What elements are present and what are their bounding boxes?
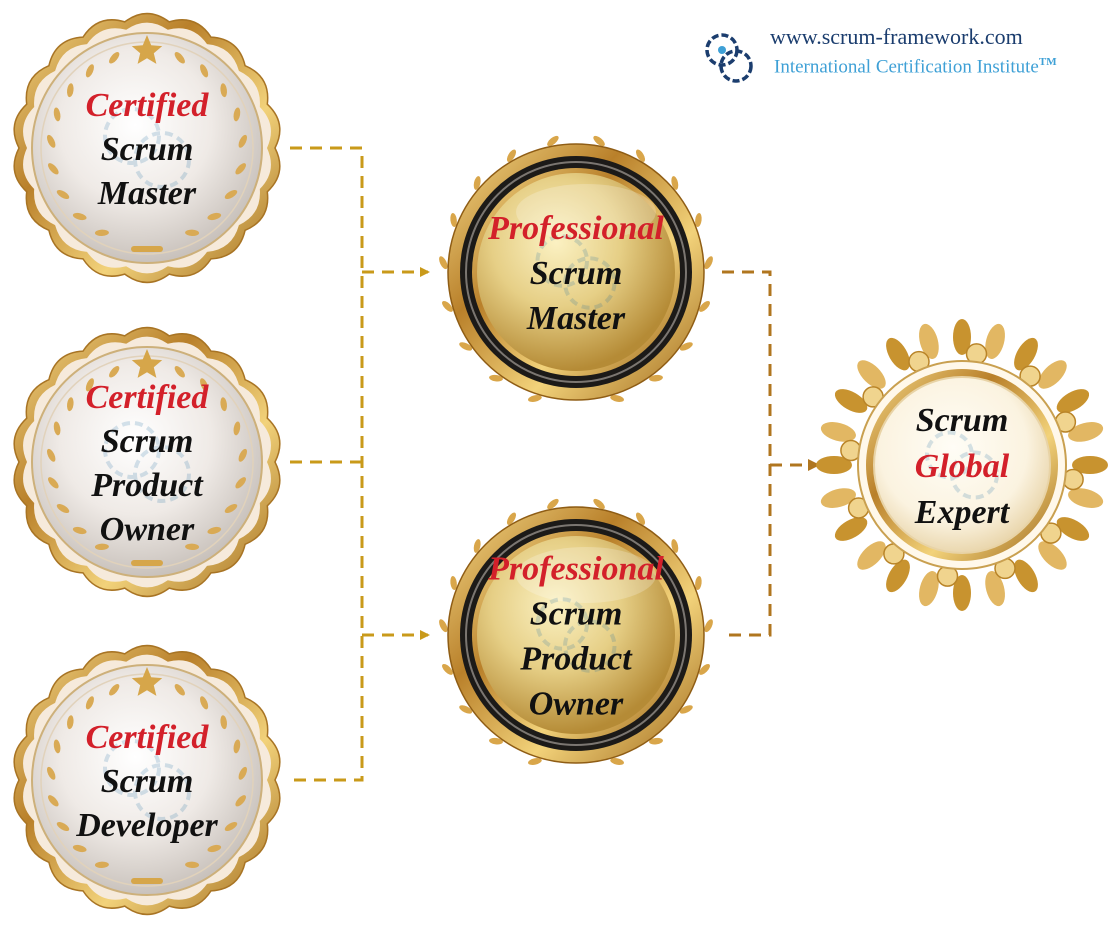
interlocking-rings-logo-icon [705,33,753,83]
star-icon [131,667,163,696]
watermark-rings-icon [103,421,191,503]
brand-header: www.scrum-framework.com International Ce… [700,22,1100,92]
sge-line-2: Global [915,448,1010,485]
trademark-mark: TM [1038,56,1057,68]
cspo-line-1: Certified [86,379,210,416]
csm-line-1: Certified [86,87,210,124]
csd-line-3: Developer [75,807,218,844]
cspo-line-3: Product [90,467,204,504]
brand-institute: International Certification InstituteTM [774,56,1057,78]
watermark-rings-icon [925,430,999,500]
star-icon [131,349,163,378]
csd-line-1: Certified [86,719,210,756]
csd-laurel-icon [46,684,248,869]
csm-laurel-icon [46,52,248,237]
cspo-line-2: Scrum [101,423,194,460]
connector-lines [290,146,820,782]
pspo-line-2: Scrum [530,595,623,632]
pspo-line-1: Professional [487,550,664,587]
cspo-line-4: Owner [100,511,195,548]
watermark-rings-icon [103,739,191,821]
watermark-rings-icon [535,234,617,310]
psm-line-1: Professional [487,210,664,247]
pspo-outer-laurel-icon [439,498,713,765]
csm-line-3: Master [97,175,197,212]
brand-institute-name: International Certification Institute [774,56,1039,78]
cspo-laurel-icon [46,366,248,551]
psm-line-2: Scrum [530,255,623,292]
badges-layer: CertifiedScrumMasterCertifiedScrumProduc… [13,12,1108,916]
pspo-line-3: Product [519,640,633,677]
csm-line-2: Scrum [101,131,194,168]
psm-line-3: Master [526,300,626,337]
watermark-rings-icon [535,597,617,673]
brand-url[interactable]: www.scrum-framework.com [770,24,1023,49]
connector-bus-right [722,270,772,637]
csd-line-2: Scrum [101,763,194,800]
pspo-line-4: Owner [529,685,624,722]
watermark-rings-icon [103,107,191,189]
sge-line-3: Expert [914,494,1011,531]
sge-line-1: Scrum [916,402,1009,439]
psm-outer-laurel-icon [439,135,713,402]
star-icon [131,35,163,64]
connector-bus-left [290,146,364,782]
ornate-frame-icon [816,319,1108,611]
